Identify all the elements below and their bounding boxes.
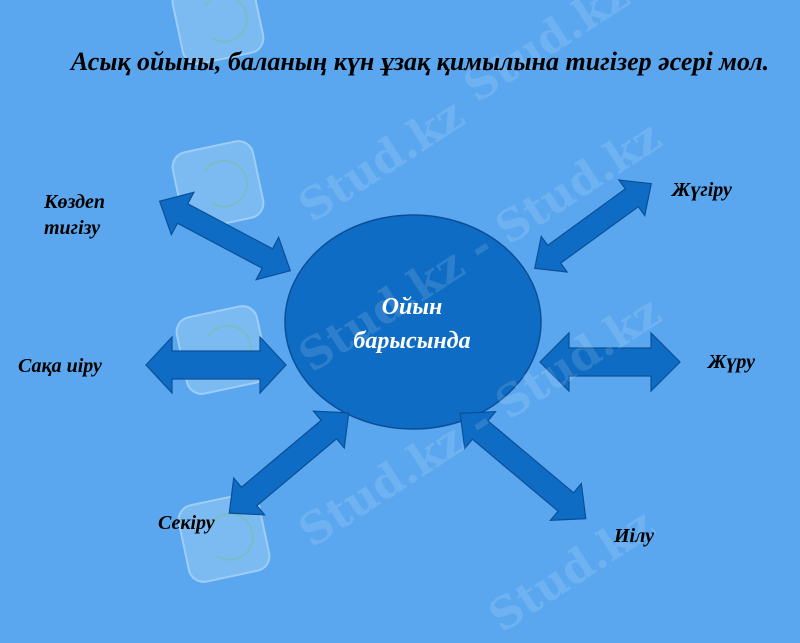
node-label-sekiru: Секіру [158, 512, 215, 534]
node-label-kozdep: Көздеп тигізу [44, 191, 106, 239]
center-label-line2: барысында [353, 328, 471, 354]
node-label-zhugiru: Жүгіру [672, 179, 732, 201]
slide: Stud.kz Stud.kz - Stud.kz Stud.kz - Stud… [0, 0, 800, 600]
diagram-shapes [145, 179, 681, 522]
center-ellipse [284, 214, 542, 430]
arrow-ilu [459, 410, 587, 522]
node-label-zhuru: Жүру [708, 351, 755, 373]
arrow-zhugiru [534, 179, 652, 273]
node-label-saka: Сақа иіру [18, 355, 102, 377]
arrow-kozdep [158, 191, 292, 281]
center-label-line1: Ойын [381, 294, 443, 320]
arrow-zhuru [539, 331, 681, 393]
arrow-saka [145, 335, 287, 395]
slide-title: Асық ойыны, баланың күн ұзақ қимылына ти… [70, 47, 770, 76]
node-label-ilu: Иілу [614, 525, 654, 547]
center-label: Ойын барысында [287, 290, 537, 358]
arrow-sekiru [228, 410, 350, 516]
